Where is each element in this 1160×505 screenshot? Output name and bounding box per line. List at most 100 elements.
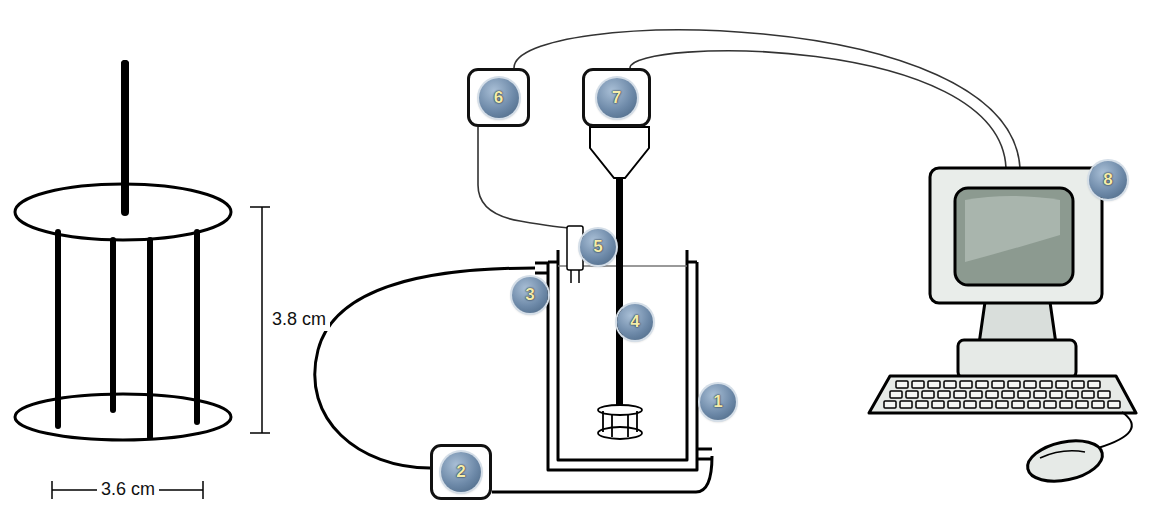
dimension-label: 3.6 cm — [97, 479, 159, 501]
keyboard-keys — [1092, 401, 1104, 408]
keyboard-keys — [944, 381, 956, 388]
height-dimension — [261, 207, 263, 433]
computer — [979, 302, 1056, 344]
basket-drawing — [121, 64, 129, 212]
computer — [930, 168, 1102, 303]
height-dimension — [250, 206, 270, 208]
basket-drawing — [194, 232, 200, 422]
keyboard-keys — [1002, 391, 1014, 398]
keyboard-keys — [938, 391, 950, 398]
height-dimension — [250, 207, 270, 433]
callout-number: 2 — [441, 452, 481, 492]
keyboard-keys — [1066, 391, 1078, 398]
small-basket — [611, 414, 613, 437]
keyboard-keys — [916, 401, 928, 408]
jacketed-vessel — [535, 272, 548, 275]
callout-node: 8 — [1089, 161, 1127, 199]
keyboard-keys — [992, 381, 1004, 388]
basket-drawing — [15, 64, 231, 440]
jacketed-vessel — [548, 261, 558, 264]
keyboard-keys — [1012, 401, 1024, 408]
basket-drawing — [15, 394, 231, 440]
small-basket — [598, 405, 642, 415]
small-basket — [627, 414, 629, 437]
device-box: 6 — [467, 68, 530, 127]
keyboard-keys — [896, 381, 908, 388]
keyboard-keys — [1060, 401, 1072, 408]
keyboard-keys — [906, 391, 918, 398]
computer — [869, 168, 1136, 487]
computer — [1024, 435, 1106, 488]
probe — [570, 270, 572, 283]
keyboard-keys — [884, 381, 1120, 408]
height-dimension — [250, 432, 270, 434]
callout-node: 5 — [580, 229, 616, 265]
computer — [958, 340, 1076, 378]
probe — [567, 226, 583, 283]
device-box: 7 — [582, 68, 651, 127]
keyboard-keys — [970, 391, 982, 398]
keyboard-keys — [912, 381, 924, 388]
water-hoses — [315, 268, 535, 468]
keyboard-keys — [1082, 391, 1094, 398]
keyboard-keys — [884, 401, 896, 408]
width-dimension — [202, 481, 204, 499]
basket-drawing — [110, 240, 116, 410]
stirrer-motor — [590, 127, 649, 178]
wires — [630, 51, 1006, 168]
keyboard-keys — [1098, 391, 1110, 398]
keyboard-keys — [1088, 381, 1100, 388]
keyboard-keys — [890, 391, 902, 398]
keyboard-keys — [1034, 391, 1046, 398]
keyboard-keys — [1056, 381, 1068, 388]
keyboard-keys — [1044, 401, 1056, 408]
computer — [869, 376, 1136, 413]
callout-number: 7 — [597, 78, 637, 118]
callout-number: 1 — [700, 384, 736, 420]
computer — [955, 188, 1073, 285]
keyboard-keys — [980, 401, 992, 408]
keyboard-keys — [964, 401, 976, 408]
device-box: 2 — [430, 444, 492, 500]
probe — [578, 270, 580, 283]
callout-number: 3 — [512, 277, 548, 313]
keyboard-keys — [1028, 401, 1040, 408]
basket-drawing — [147, 240, 153, 437]
dimension-label: 3.8 cm — [268, 309, 330, 331]
keyboard-keys — [960, 381, 972, 388]
keyboard-keys — [1072, 381, 1084, 388]
jacketed-vessel — [697, 448, 712, 451]
jacketed-vessel — [535, 250, 712, 470]
computer — [965, 196, 1060, 262]
keyboard-keys — [932, 401, 944, 408]
computer — [1040, 451, 1085, 458]
stirrer-motor — [616, 178, 623, 410]
keyboard-keys — [1018, 391, 1030, 398]
callout-number: 6 — [479, 78, 519, 118]
callout-number: 8 — [1089, 161, 1127, 199]
stirrer-motor — [590, 127, 649, 410]
keyboard-keys — [986, 391, 998, 398]
keyboard-keys — [996, 401, 1008, 408]
small-basket — [598, 427, 642, 439]
keyboard-keys — [1008, 381, 1020, 388]
small-basket — [598, 405, 642, 439]
keyboard-keys — [1024, 381, 1036, 388]
keyboard-keys — [1040, 381, 1052, 388]
keyboard-keys — [900, 401, 912, 408]
jacketed-vessel — [687, 261, 697, 264]
callout-number: 5 — [580, 229, 616, 265]
jacketed-vessel — [535, 262, 548, 265]
keyboard-keys — [922, 391, 934, 398]
callout-node: 3 — [512, 277, 548, 313]
keyboard-keys — [1108, 401, 1120, 408]
keyboard-keys — [1050, 391, 1062, 398]
callout-number: 4 — [617, 304, 653, 340]
callout-node: 1 — [700, 384, 736, 420]
keyboard-keys — [954, 391, 966, 398]
keyboard-keys — [928, 381, 940, 388]
computer — [1098, 412, 1132, 448]
